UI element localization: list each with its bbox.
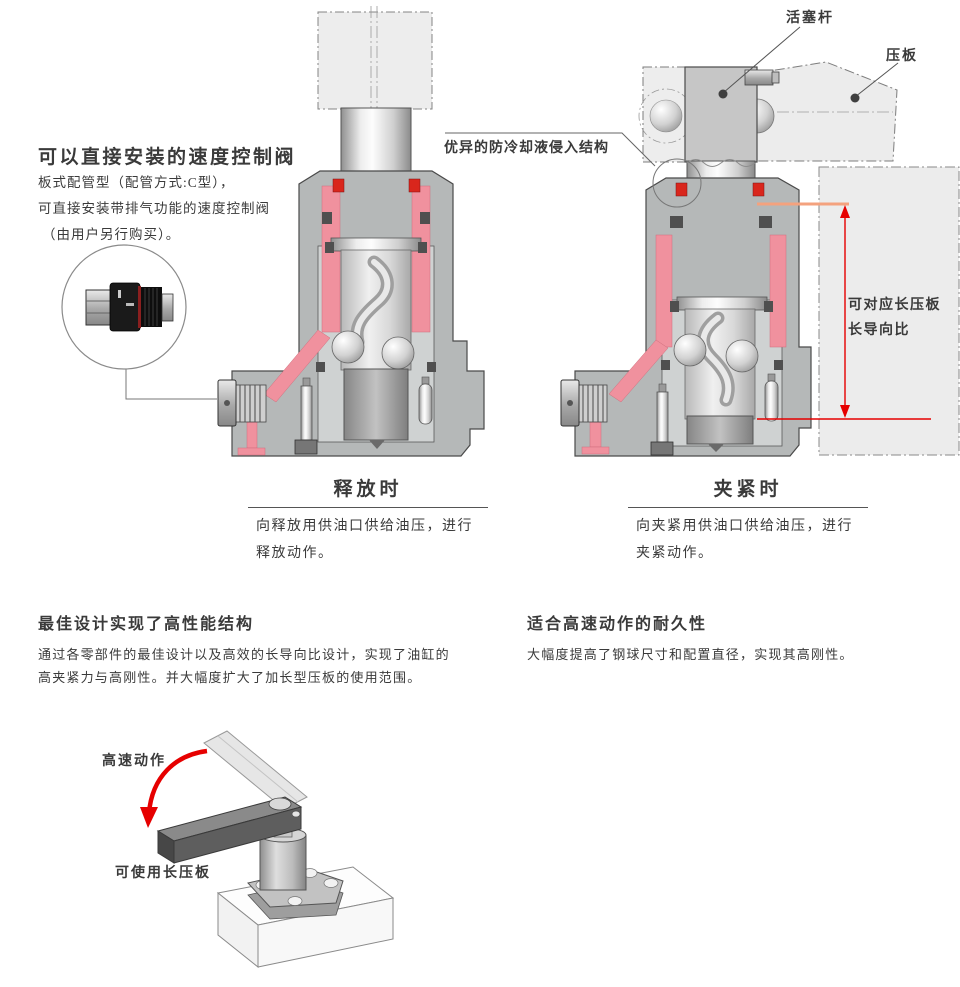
steel-ball bbox=[381, 336, 415, 370]
oil-passages-clamp bbox=[581, 234, 787, 455]
feature-right-title: 适合高速动作的耐久性 bbox=[527, 616, 708, 633]
oil-port-release bbox=[217, 379, 267, 427]
feature-left: 最佳设计实现了高性能结构 通过各零部件的最佳设计以及高效的长导向比设计，实现了油… bbox=[38, 610, 488, 689]
phantom-lever-block bbox=[317, 11, 433, 110]
clamp-caption: 夹紧时 向夹紧用供油口供给油压，进行 夹紧动作。 bbox=[628, 474, 868, 567]
mounting-bolts-release bbox=[294, 376, 433, 455]
speed-action-label: 高速动作 bbox=[102, 754, 166, 769]
feature-right: 适合高速动作的耐久性 大幅度提高了钢球尺寸和配置直径，实现其高刚性。 bbox=[527, 610, 947, 666]
feature-left-body: 通过各零部件的最佳设计以及高效的长导向比设计，实现了油缸的 高夹紧力与高刚性。并… bbox=[38, 647, 450, 685]
valve-leader-line bbox=[125, 369, 217, 400]
intro-line-2: 可直接安装带排气功能的速度控制阀 bbox=[38, 201, 270, 216]
rod-seal bbox=[752, 182, 765, 197]
intro-line-1: 板式配管型（配管方式:C型）， bbox=[38, 175, 235, 190]
rod-seal bbox=[408, 178, 421, 193]
release-diagram bbox=[217, 6, 485, 457]
swing-clamp-illustration bbox=[140, 730, 395, 969]
long-guide-label: 可对应长压板 长导向比 bbox=[848, 298, 941, 338]
clamp-desc: 向夹紧用供油口供给油压，进行 夹紧动作。 bbox=[636, 519, 853, 561]
feature-left-title: 最佳设计实现了高性能结构 bbox=[38, 616, 255, 633]
clamp-plate-leader-line bbox=[854, 62, 899, 98]
coolant-highlight-circle bbox=[652, 158, 702, 208]
intro-line-3: （由用户另行购买）。 bbox=[42, 227, 181, 242]
rod-seal bbox=[675, 182, 688, 197]
cylinder-cross-section-artwork bbox=[61, 6, 960, 457]
steel-ball bbox=[331, 330, 365, 364]
oil-passages-release bbox=[237, 185, 431, 456]
clamp-diagram bbox=[445, 26, 960, 457]
piston-rod-leader-line bbox=[722, 26, 801, 94]
oil-port-clamp bbox=[560, 379, 608, 427]
release-title: 释放时 bbox=[248, 474, 488, 508]
long-plate-usable-label: 可使用长压板 bbox=[115, 866, 211, 881]
arm-pin bbox=[744, 69, 774, 86]
valve-icon bbox=[85, 282, 174, 332]
feature-right-body: 大幅度提高了钢球尺寸和配置直径，实现其高刚性。 bbox=[527, 647, 854, 662]
phantom-raised-arm bbox=[203, 730, 308, 810]
mounting-bolts-clamp bbox=[650, 373, 779, 456]
guide-ratio-dimension bbox=[757, 202, 931, 420]
rotation-arrow bbox=[140, 748, 208, 828]
clamp-title: 夹紧时 bbox=[628, 474, 868, 508]
release-caption: 释放时 向释放用供油口供给油压，进行 释放动作。 bbox=[248, 474, 488, 567]
rod-seal bbox=[332, 178, 345, 193]
clamp-plate-label: 压板 bbox=[886, 49, 918, 64]
coolant-leader-line bbox=[445, 132, 656, 167]
intro-title: 可以直接安装的速度控制阀 bbox=[38, 147, 297, 168]
steel-ball bbox=[673, 333, 707, 367]
steel-ball bbox=[725, 339, 759, 373]
coolant-structure-label: 优异的防冷却液侵入结构 bbox=[444, 141, 609, 156]
speed-control-valve-photo bbox=[61, 244, 217, 400]
release-desc: 向释放用供油口供给油压，进行 释放动作。 bbox=[256, 519, 473, 561]
clamp-arm-3d bbox=[156, 796, 303, 864]
piston-rod-label: 活塞杆 bbox=[786, 11, 834, 26]
